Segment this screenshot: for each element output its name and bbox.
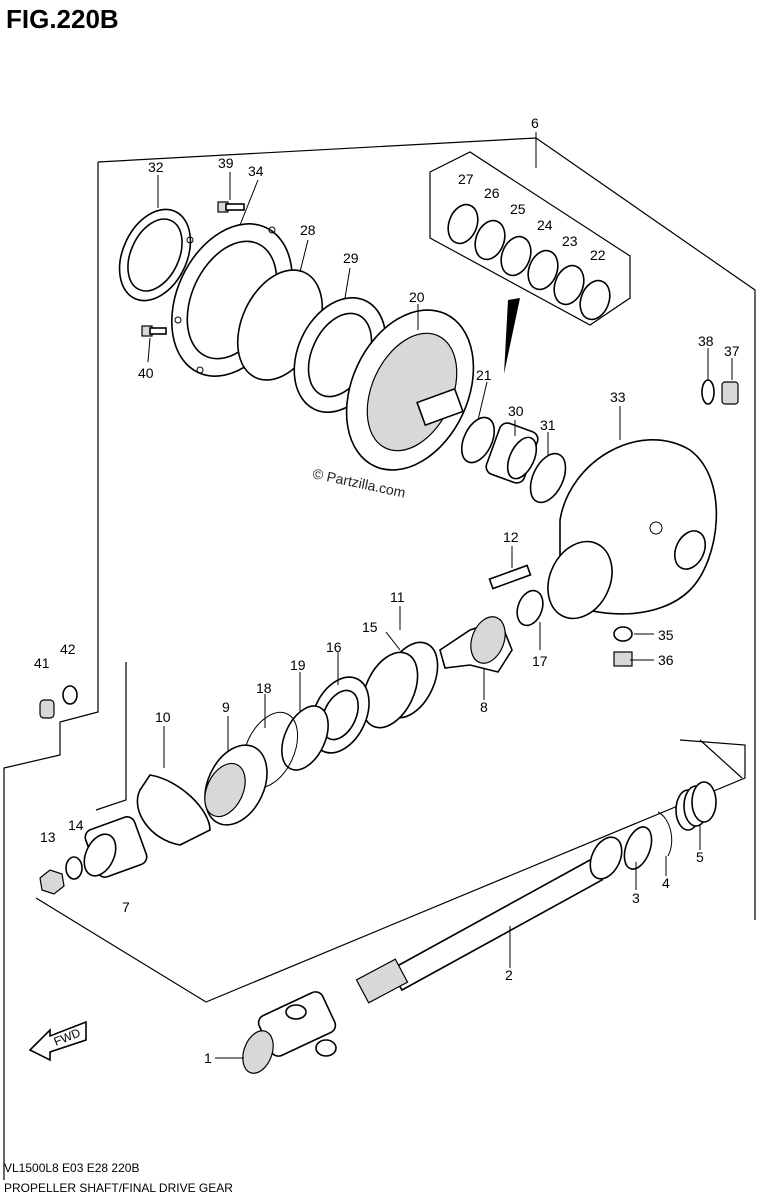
seal-31	[529, 452, 567, 504]
footer-caption: PROPELLER SHAFT/FINAL DRIVE GEAR	[4, 1181, 233, 1195]
shim-21	[460, 416, 496, 464]
callout-35: 35	[658, 627, 674, 643]
callout-25: 25	[510, 201, 526, 217]
final-drive-case-33	[547, 439, 718, 620]
callout-30: 30	[508, 403, 524, 419]
stud-12	[488, 564, 532, 590]
circlip-4	[657, 811, 673, 857]
callout-3: 3	[632, 890, 640, 906]
bolt-40	[141, 325, 167, 337]
callout-29: 29	[343, 250, 359, 266]
callout-33: 33	[610, 389, 626, 405]
callout-11: 11	[390, 589, 405, 605]
callout-26: 26	[484, 185, 500, 201]
cap-41	[39, 699, 55, 719]
callout-39: 39	[218, 155, 234, 171]
callout-31: 31	[540, 417, 556, 433]
callout-9: 9	[222, 699, 230, 715]
callout-37: 37	[724, 343, 740, 359]
shim-set-box	[429, 151, 631, 326]
callout-12: 12	[503, 529, 519, 545]
fwd-direction-arrow: FWD	[28, 1020, 87, 1062]
ring-gear-20	[345, 309, 475, 471]
callout-42: 42	[60, 641, 76, 657]
callout-14: 14	[68, 817, 84, 833]
shim-15	[361, 651, 419, 729]
callout-4: 4	[662, 875, 670, 891]
ring-19	[281, 705, 329, 771]
callout-32: 32	[148, 159, 164, 175]
needle-bearing-30	[485, 422, 539, 484]
callout-6: 6	[531, 115, 539, 131]
callout-40: 40	[138, 365, 154, 381]
callout-15: 15	[362, 619, 378, 635]
spring-5	[675, 781, 717, 831]
ring-3	[623, 826, 653, 870]
washer-42	[62, 685, 78, 705]
callout-34: 34	[248, 163, 264, 179]
assembly-frame	[3, 137, 756, 1180]
callout-21: 21	[476, 367, 492, 383]
callout-8: 8	[480, 699, 488, 715]
shim-rings	[447, 203, 611, 321]
callout-13: 13	[40, 829, 56, 845]
universal-joint-1	[242, 991, 337, 1074]
washer-13a	[65, 856, 83, 880]
bolt-39	[217, 201, 245, 213]
callout-22: 22	[590, 247, 606, 263]
callout-18: 18	[256, 680, 272, 696]
bolt-36	[613, 651, 633, 667]
callout-20: 20	[409, 289, 425, 305]
coupling-9	[204, 744, 268, 826]
callout-17: 17	[532, 653, 548, 669]
washer-38	[701, 379, 715, 405]
bearing-17	[516, 589, 544, 627]
callout-1: 1	[204, 1050, 212, 1066]
footer-code: VL1500L8 E03 E28 220B	[4, 1161, 139, 1175]
oil-seal-32	[118, 208, 192, 302]
propeller-shaft-2	[355, 836, 623, 1004]
callout-10: 10	[155, 709, 171, 725]
callout-5: 5	[696, 849, 704, 865]
callout-41: 41	[34, 655, 50, 671]
callout-labels: 1 2 3 4 5 6 7 8 9 10 11 12 13 14 15 16 1…	[34, 115, 740, 1066]
callout-27: 27	[458, 171, 474, 187]
callout-19: 19	[290, 657, 306, 673]
nut-13	[39, 869, 65, 895]
callout-36: 36	[658, 652, 674, 668]
gasket-10	[136, 774, 211, 846]
callout-23: 23	[562, 233, 578, 249]
callout-7: 7	[122, 899, 130, 915]
washer-35	[613, 626, 633, 642]
arrow-pointer	[504, 298, 520, 374]
leader-lines	[147, 132, 733, 1059]
callout-38: 38	[698, 333, 714, 349]
callout-2: 2	[505, 967, 513, 983]
pinion-gear-8	[439, 616, 513, 673]
sleeve-14	[83, 816, 148, 878]
callout-24: 24	[537, 217, 553, 233]
figure-title: FIG.220B	[6, 4, 119, 34]
plug-37	[721, 381, 739, 405]
callout-28: 28	[300, 222, 316, 238]
callout-16: 16	[326, 639, 342, 655]
